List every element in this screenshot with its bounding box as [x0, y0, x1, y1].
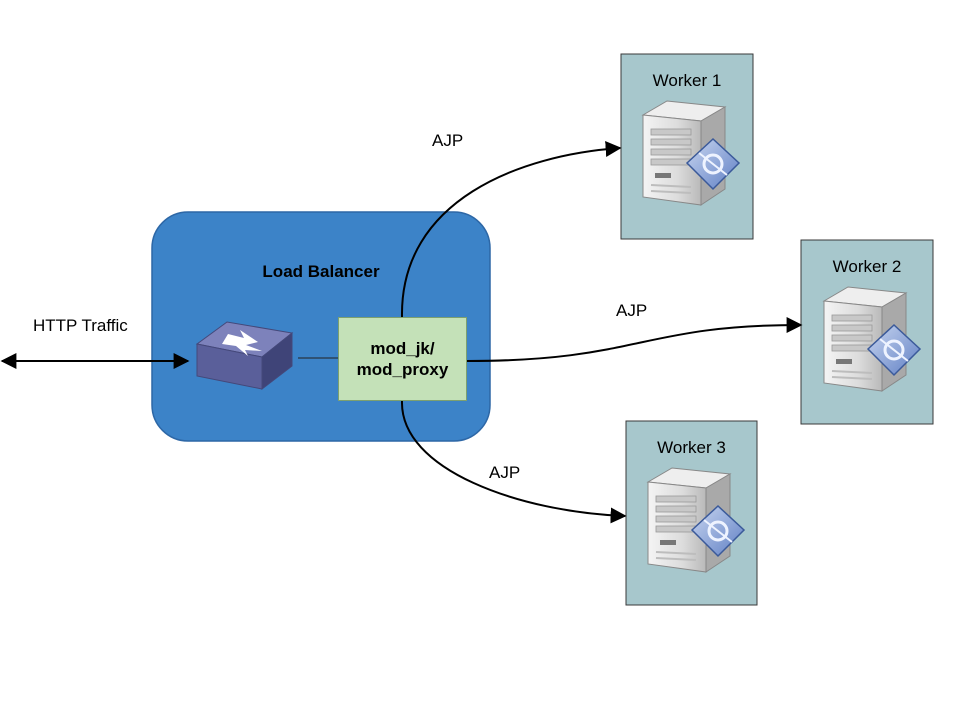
http-traffic-label: HTTP Traffic [33, 316, 128, 335]
module-label-line1: mod_jk/ [370, 339, 435, 358]
ajp-connection-worker-2 [466, 317, 803, 362]
ajp-label: AJP [489, 463, 521, 482]
module-label-line2: mod_proxy [356, 360, 449, 379]
ajp-connection-worker-3 [400, 400, 627, 524]
ajp-label: AJP [616, 301, 648, 320]
module-box: mod_jk/ mod_proxy [338, 317, 467, 401]
ajp-connection-worker-1 [400, 141, 622, 318]
router-icon [195, 321, 294, 391]
worker-3-title: Worker 3 [657, 438, 726, 457]
server-icon [646, 466, 746, 574]
worker-1-title: Worker 1 [652, 71, 722, 90]
ajp-label: AJP [432, 131, 464, 150]
load-balancer-title: Load Balancer [262, 262, 380, 281]
server-icon [641, 99, 741, 207]
server-icon [822, 285, 922, 393]
worker-2-title: Worker 2 [832, 257, 902, 276]
